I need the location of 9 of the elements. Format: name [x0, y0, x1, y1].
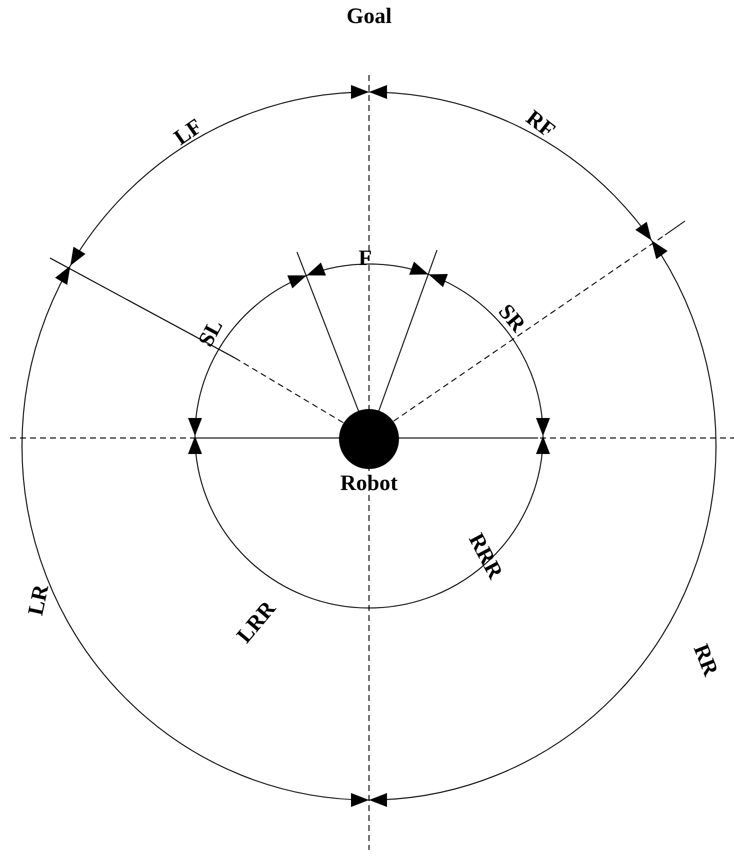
- goal-label: Goal: [346, 5, 392, 27]
- sector-label: SR: [494, 300, 530, 336]
- sector-label: SL: [194, 316, 226, 350]
- sector-label: RF: [522, 106, 558, 142]
- sector-label: RR: [690, 641, 722, 679]
- sector-label: LR: [24, 582, 52, 618]
- sector-label: LF: [170, 114, 206, 150]
- robot-label: Robot: [340, 472, 398, 494]
- sector-label: RRR: [464, 530, 507, 582]
